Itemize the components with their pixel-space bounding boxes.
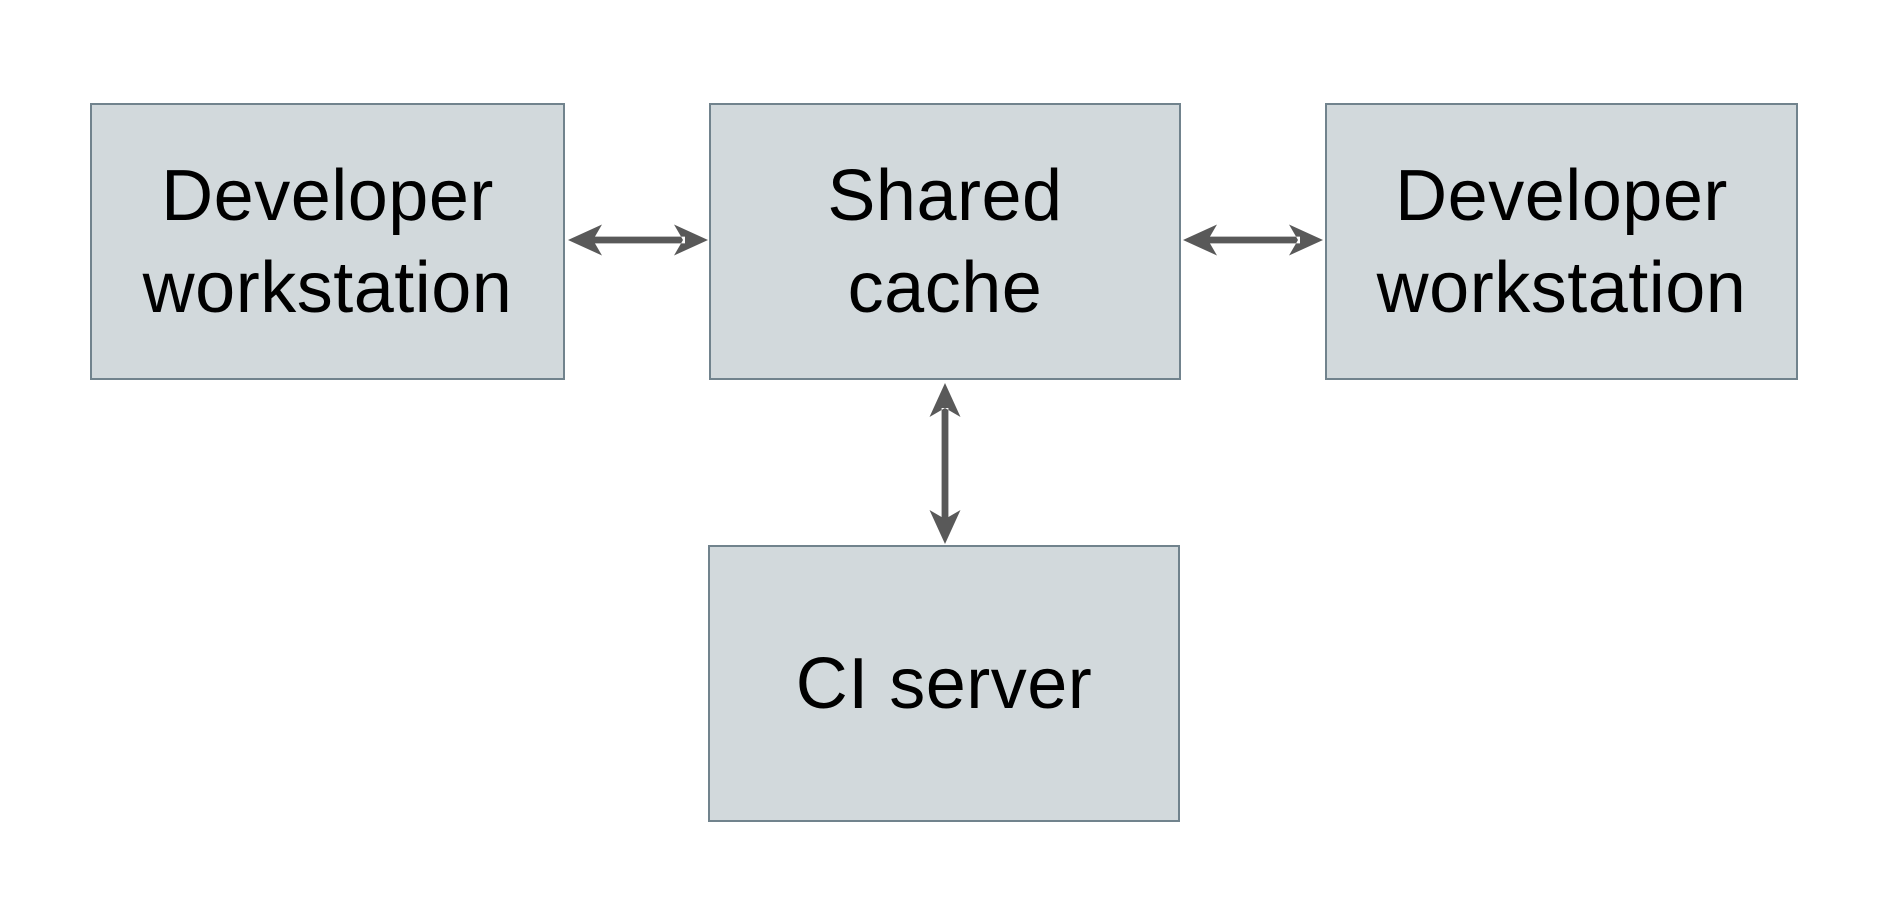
- label-line: Shared: [827, 155, 1063, 236]
- label-line: workstation: [1376, 247, 1747, 328]
- label-line: workstation: [142, 247, 513, 328]
- node-developer-workstation-left: Developer workstation: [90, 103, 565, 380]
- bidirectional-arrow-icon-left: [568, 224, 708, 256]
- bidirectional-arrow-icon-vertical: [929, 383, 961, 544]
- node-ci-server: CI server: [708, 545, 1180, 822]
- node-shared-cache-label: Shared cache: [827, 150, 1062, 334]
- label-line: Developer: [161, 155, 494, 236]
- node-developer-workstation-right-label: Developer workstation: [1377, 150, 1747, 334]
- label-line: CI server: [795, 643, 1093, 724]
- node-shared-cache: Shared cache: [709, 103, 1181, 380]
- node-developer-workstation-right: Developer workstation: [1325, 103, 1798, 380]
- node-developer-workstation-left-label: Developer workstation: [143, 150, 513, 334]
- label-line: cache: [847, 247, 1043, 328]
- bidirectional-arrow-icon-right: [1183, 224, 1323, 256]
- label-line: Developer: [1395, 155, 1728, 236]
- node-ci-server-label: CI server: [796, 638, 1093, 730]
